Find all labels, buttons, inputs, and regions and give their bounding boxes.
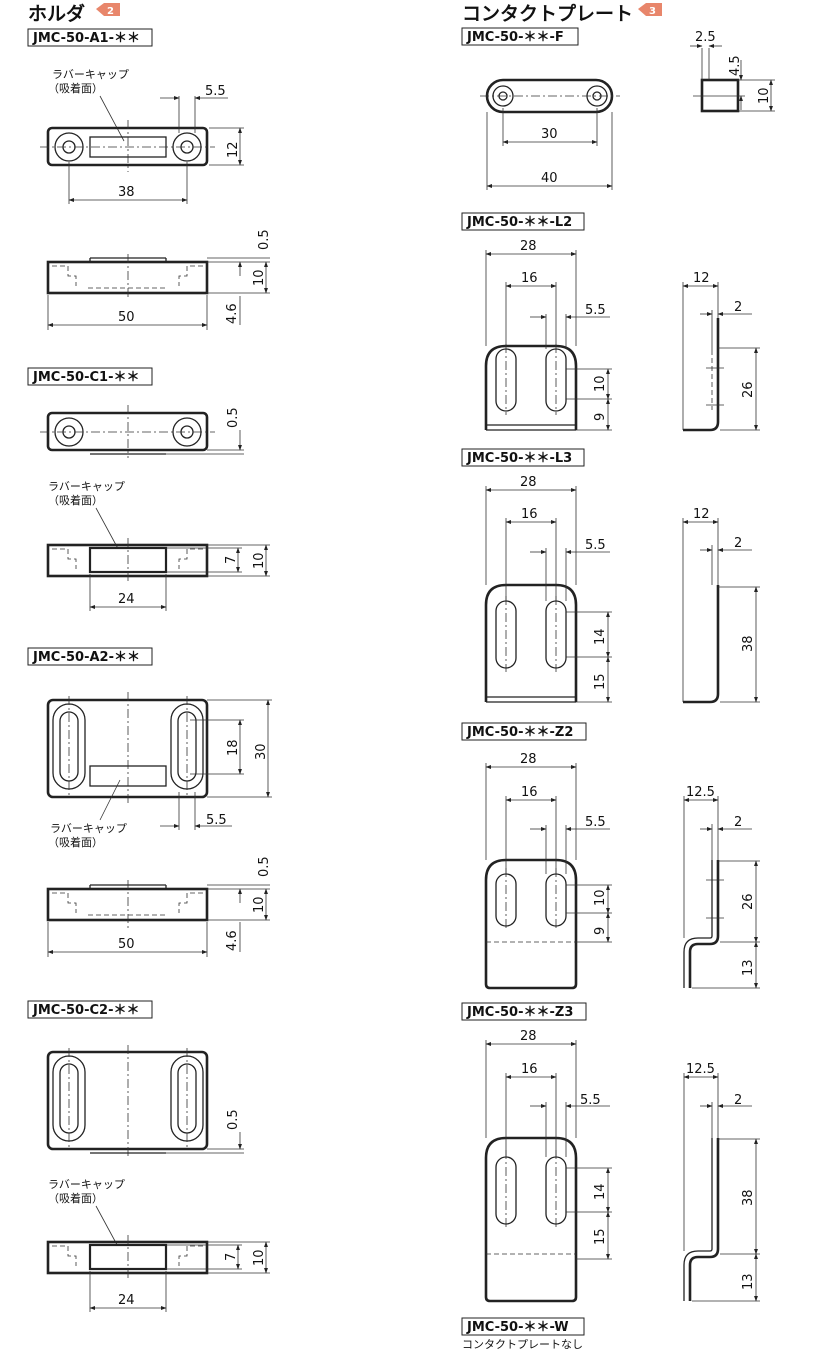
contact-plate-section-header: コンタクトプレート 3: [462, 2, 662, 25]
dim-slot: 5.5: [205, 84, 226, 99]
dim-h2: 10: [757, 87, 772, 104]
dim-length: 50: [118, 937, 135, 952]
dim-cap-height: 7: [224, 556, 239, 564]
dim-length: 40: [541, 171, 558, 186]
dim-bottom: 9: [593, 927, 608, 935]
dim-pitch: 16: [521, 507, 538, 522]
badge-arrow-icon: [638, 3, 662, 16]
dim-t: 2: [734, 536, 742, 551]
dim-bottom: 15: [593, 1228, 608, 1245]
dim-gap: 0.5: [226, 407, 241, 428]
dim-cap-height: 7: [224, 1253, 239, 1261]
holder-title: ホルダ: [28, 2, 85, 25]
dim-slot: 5.5: [580, 1093, 601, 1108]
dim-depth: 12.5: [686, 785, 715, 800]
holder-a1: JMC-50-A1-＊＊ ラバーキャップ （吸着面） 5.5 12 38: [27, 28, 272, 330]
dim-thick: 10: [252, 269, 267, 286]
model-label: JMC-50-C2-＊＊: [32, 1003, 139, 1018]
dim-height: 12: [226, 141, 241, 158]
dim-slot-len: 18: [226, 739, 241, 756]
dim-gap: 0.5: [226, 1109, 241, 1130]
plate-z3: JMC-50-＊＊-Z3 28 16 5.5 14 15 12.5: [461, 1002, 760, 1303]
dim-length: 50: [118, 310, 135, 325]
dim-h1: 4.5: [728, 55, 743, 76]
dim-slot: 5.5: [585, 538, 606, 553]
dim-pitch: 16: [521, 271, 538, 286]
dim-pitch: 38: [118, 185, 135, 200]
model-label: JMC-50-＊＊-Z2: [466, 725, 573, 740]
dim-thick: 10: [252, 896, 267, 913]
holder-c2: JMC-50-C2-＊＊ 0.5 ラバーキャップ （吸着面） 7 10 24: [27, 1000, 270, 1312]
rubber-cap-label: ラバーキャップ: [50, 822, 127, 835]
rubber-cap-label: ラバーキャップ: [48, 480, 125, 493]
plate-l3: JMC-50-＊＊-L3 28 16 5.5 14 15 12: [461, 448, 760, 704]
rubber-cap-label: ラバーキャップ: [48, 1178, 125, 1191]
badge-arrow-icon: [96, 3, 120, 16]
dim-depth: 12: [693, 271, 710, 286]
model-label: JMC-50-＊＊-F: [466, 30, 564, 45]
dim-slot-len: 10: [593, 889, 608, 906]
dim-thick: 10: [252, 552, 267, 569]
dim-offset: 13: [741, 959, 756, 976]
dim-t: 2: [734, 815, 742, 830]
dim-cap-width: 24: [118, 592, 135, 607]
dim-step: 4.6: [225, 303, 240, 324]
dim-height: 38: [741, 635, 756, 652]
dim-height: 30: [254, 743, 269, 760]
holder-section-header: ホルダ 2: [28, 2, 120, 25]
dim-bottom: 15: [593, 673, 608, 690]
rubber-cap-sublabel: （吸着面）: [48, 81, 103, 95]
contact-plate-badge: 3: [649, 6, 656, 17]
model-label: JMC-50-C1-＊＊: [32, 370, 139, 385]
dim-height: 26: [741, 381, 756, 398]
contact-plate-title: コンタクトプレート: [462, 2, 633, 25]
no-plate-note: コンタクトプレートなし: [462, 1338, 583, 1351]
dim-slot: 5.5: [206, 813, 227, 828]
dim-width: 28: [520, 752, 537, 767]
dim-slot-len: 10: [593, 375, 608, 392]
model-label: JMC-50-＊＊-L2: [466, 215, 572, 230]
dim-bottom: 9: [593, 413, 608, 421]
rubber-cap-sublabel: （吸着面）: [48, 835, 103, 849]
plate-z2: JMC-50-＊＊-Z2 28 16 5.5 10 9 12.5: [461, 722, 760, 990]
dim-depth: 12: [693, 507, 710, 522]
dim-t: 2.5: [695, 30, 716, 45]
dim-height: 26: [741, 893, 756, 910]
holder-a2: JMC-50-A2-＊＊ 30 18 5.5 ラバーキャップ （吸着面）: [27, 647, 272, 957]
dim-slot-len: 14: [593, 1183, 608, 1200]
dim-pitch: 16: [521, 785, 538, 800]
model-label: JMC-50-＊＊-Z3: [466, 1005, 573, 1020]
plate-f: JMC-50-＊＊-F 30 40 2.5 4.5 10: [461, 27, 775, 190]
dim-height: 38: [741, 1189, 756, 1206]
dim-cap-width: 24: [118, 1293, 135, 1308]
dim-pitch: 16: [521, 1062, 538, 1077]
dim-width: 28: [520, 475, 537, 490]
dim-depth: 12.5: [686, 1062, 715, 1077]
dim-slot: 5.5: [585, 303, 606, 318]
dim-gap: 0.5: [257, 229, 272, 250]
dim-pitch: 30: [541, 127, 558, 142]
plate-l2: JMC-50-＊＊-L2 28 16 5.5 10 9: [461, 212, 760, 432]
dim-t: 2: [734, 1093, 742, 1108]
model-label: JMC-50-＊＊-W: [466, 1320, 569, 1335]
dim-offset: 13: [741, 1273, 756, 1290]
holder-badge: 2: [107, 6, 114, 17]
dim-slot-len: 14: [593, 628, 608, 645]
rubber-cap-label: ラバーキャップ: [52, 68, 129, 81]
rubber-cap-sublabel: （吸着面）: [48, 493, 103, 507]
dim-t: 2: [734, 300, 742, 315]
rubber-cap-sublabel: （吸着面）: [48, 1191, 103, 1205]
dim-step: 4.6: [225, 930, 240, 951]
dim-width: 28: [520, 1029, 537, 1044]
model-label: JMC-50-A1-＊＊: [32, 31, 140, 46]
model-label: JMC-50-A2-＊＊: [32, 650, 140, 665]
model-label: JMC-50-＊＊-L3: [466, 451, 572, 466]
dim-width: 28: [520, 239, 537, 254]
holder-c1: JMC-50-C1-＊＊ 0.5 ラバーキャップ （吸着面） 7 10 24: [27, 367, 270, 611]
dim-thick: 10: [252, 1249, 267, 1266]
dim-slot: 5.5: [585, 815, 606, 830]
dim-gap: 0.5: [257, 856, 272, 877]
plate-w: JMC-50-＊＊-W コンタクトプレートなし: [461, 1317, 585, 1351]
